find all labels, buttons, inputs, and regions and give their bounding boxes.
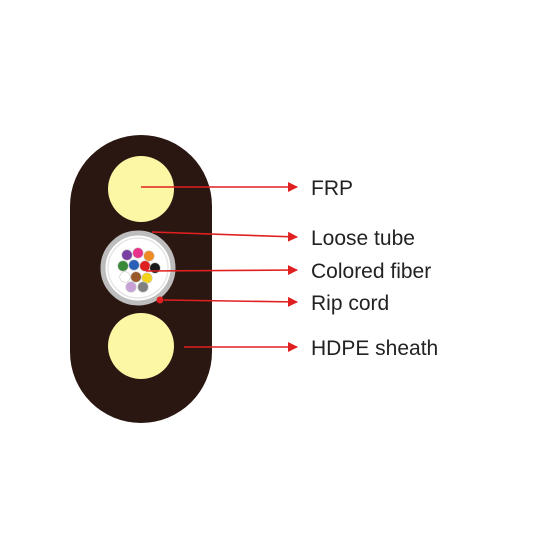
colored-fiber-leader-arrow [145, 265, 298, 276]
colored-fiber [137, 281, 149, 293]
colored-fiber-label: Colored fiber [311, 260, 431, 283]
colored-fiber [121, 249, 133, 261]
loose-tube-leader-arrow [151, 231, 298, 242]
colored-fiber [130, 271, 142, 283]
colored-fiber [117, 260, 129, 272]
colored-fiber [125, 281, 137, 293]
colored-fiber [119, 271, 131, 283]
rip-cord-dot [156, 296, 164, 304]
hdpe-sheath-label: HDPE sheath [311, 337, 438, 360]
colored-fibers-group [117, 247, 161, 293]
colored-fiber [132, 247, 144, 259]
loose-tube-label: Loose tube [311, 227, 415, 250]
colored-fiber [143, 250, 155, 262]
loose-tube-inner-ring [107, 237, 169, 299]
rip-cord-label: Rip cord [311, 292, 389, 315]
frp-bottom-member [108, 313, 174, 379]
colored-fiber [128, 259, 140, 271]
frp-label: FRP [311, 177, 353, 200]
rip-cord-leader-arrow [163, 296, 298, 307]
frp-top-member [108, 156, 174, 222]
colored-fiber [139, 260, 151, 272]
